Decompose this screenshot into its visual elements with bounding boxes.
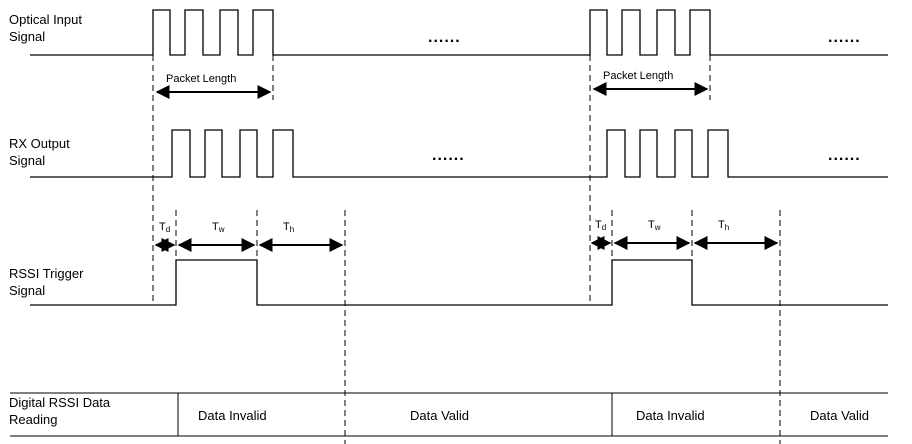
optical-label-line2: Signal: [9, 29, 45, 44]
th1-label: Th: [283, 221, 294, 234]
optical-label-line1: Optical Input: [9, 12, 82, 27]
td1-label: Td: [159, 221, 170, 234]
data-valid-2: Data Valid: [810, 408, 869, 423]
rx-ellipsis-2: ......: [828, 147, 861, 164]
rssi-label-line2: Signal: [9, 283, 45, 298]
data-valid-1: Data Valid: [410, 408, 469, 423]
td2-label: Td: [595, 219, 606, 232]
data-invalid-2: Data Invalid: [636, 408, 705, 423]
optical-ellipsis-1: ......: [428, 29, 461, 46]
rx-label-line2: Signal: [9, 153, 45, 168]
tw1-label: Tw: [212, 221, 225, 234]
packet2-length-label: Packet Length: [603, 70, 673, 82]
rssi-label-line1: RSSI Trigger: [9, 266, 84, 281]
optical-ellipsis-2: ......: [828, 29, 861, 46]
th2-label: Th: [718, 219, 729, 232]
packet1-length-label: Packet Length: [166, 73, 236, 85]
rssi-trigger-waveform: [30, 259, 888, 306]
data-invalid-1: Data Invalid: [198, 408, 267, 423]
tw2-label: Tw: [648, 219, 661, 232]
rx-ellipsis-1: ......: [432, 147, 465, 164]
optical-input-waveform: [30, 9, 888, 56]
digital-label-line1: Digital RSSI Data: [9, 395, 111, 410]
digital-label-line2: Reading: [9, 412, 57, 427]
rx-label-line1: RX Output: [9, 136, 70, 151]
rx-output-waveform: [30, 129, 888, 178]
